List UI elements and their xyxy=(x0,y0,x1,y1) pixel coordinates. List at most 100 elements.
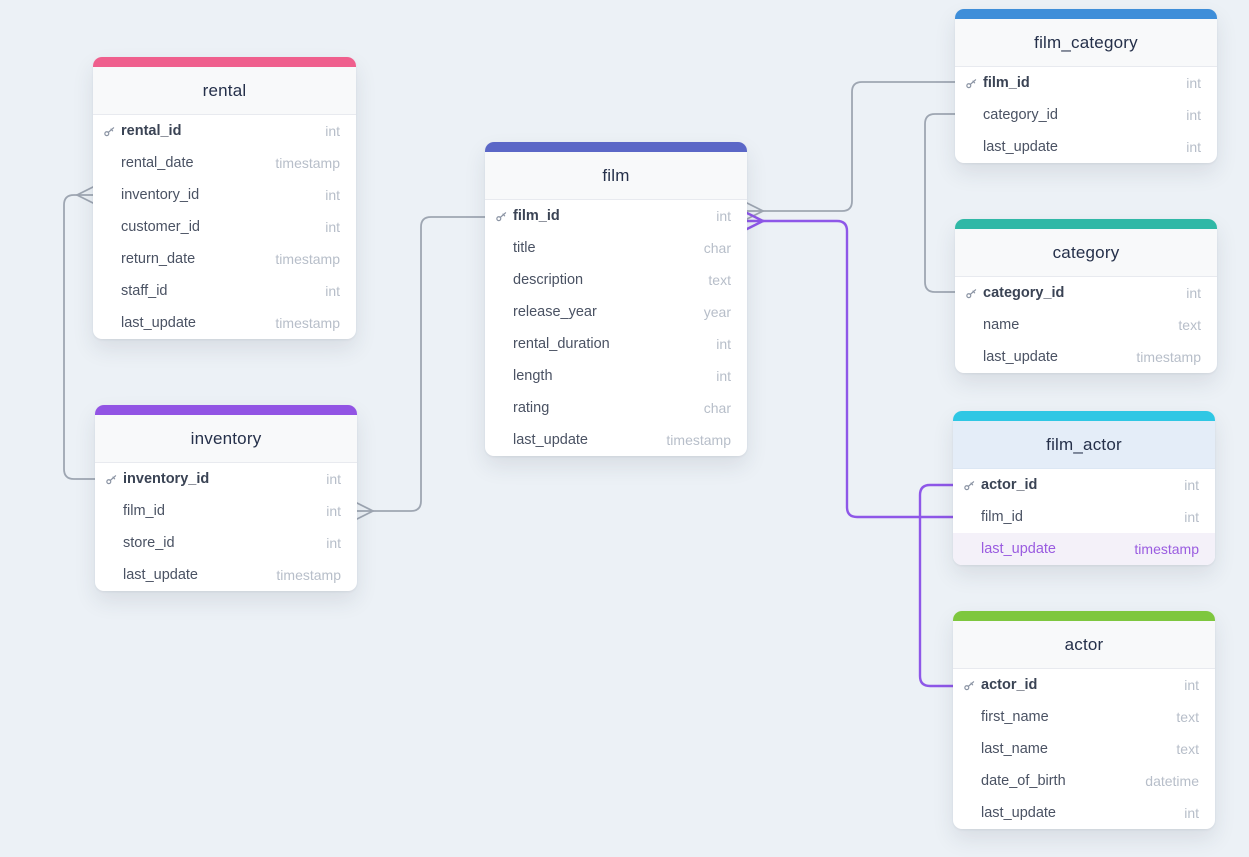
field-type: timestamp xyxy=(276,567,341,583)
field-name: rental_id xyxy=(121,123,182,139)
field-name: last_update xyxy=(123,567,198,583)
table-card-film[interactable]: film film_id int title char description … xyxy=(485,142,747,456)
table-title[interactable]: film_category xyxy=(955,19,1217,67)
table-fields: inventory_id int film_id int store_id in… xyxy=(95,463,357,591)
key-slot xyxy=(103,125,121,138)
field-name: film_id xyxy=(123,503,165,519)
field-name: film_id xyxy=(983,75,1030,91)
relationship-line[interactable] xyxy=(356,216,486,512)
table-card-rental[interactable]: rental rental_id int rental_date timesta… xyxy=(93,57,356,339)
table-accent-strip xyxy=(955,219,1217,229)
table-title[interactable]: inventory xyxy=(95,415,357,463)
table-field-row[interactable]: rating char xyxy=(485,392,747,424)
table-field-row[interactable]: rental_id int xyxy=(93,115,356,147)
field-name: length xyxy=(513,368,553,384)
table-fields: rental_id int rental_date timestamp inve… xyxy=(93,115,356,339)
field-type: int xyxy=(326,503,341,519)
table-field-row[interactable]: release_year year xyxy=(485,296,747,328)
field-name: last_update xyxy=(981,541,1056,557)
crowsfoot-icon xyxy=(746,210,764,220)
field-type: int xyxy=(326,471,341,487)
field-name: staff_id xyxy=(121,283,168,299)
field-type: int xyxy=(1186,107,1201,123)
relationship-rental_inventory[interactable] xyxy=(63,186,96,480)
field-type: timestamp xyxy=(275,251,340,267)
field-name: rental_duration xyxy=(513,336,610,352)
table-field-row[interactable]: last_update timestamp xyxy=(485,424,747,456)
table-field-row[interactable]: inventory_id int xyxy=(93,179,356,211)
table-field-row[interactable]: staff_id int xyxy=(93,275,356,307)
table-field-row[interactable]: last_update int xyxy=(955,131,1217,163)
relationship-film_category_category[interactable] xyxy=(924,113,956,293)
field-name: name xyxy=(983,317,1020,333)
table-field-row[interactable]: category_id int xyxy=(955,277,1217,309)
table-field-row[interactable]: length int xyxy=(485,360,747,392)
field-name: category_id xyxy=(983,285,1065,301)
table-title[interactable]: category xyxy=(955,229,1217,277)
field-name: date_of_birth xyxy=(981,773,1066,789)
table-accent-strip xyxy=(953,611,1215,621)
table-card-category[interactable]: category category_id int name text last_… xyxy=(955,219,1217,373)
table-field-row[interactable]: description text xyxy=(485,264,747,296)
table-title-text: inventory xyxy=(190,428,262,448)
table-title[interactable]: actor xyxy=(953,621,1215,669)
field-type: int xyxy=(1186,139,1201,155)
relationship-film_actor_actor[interactable] xyxy=(918,483,955,688)
table-title[interactable]: film xyxy=(485,152,747,200)
table-card-film_actor[interactable]: film_actor actor_id int film_id int last… xyxy=(953,411,1215,565)
field-type: int xyxy=(716,368,731,384)
field-name: category_id xyxy=(983,107,1058,123)
table-card-film_category[interactable]: film_category film_id int category_id in… xyxy=(955,9,1217,163)
table-field-row[interactable]: last_update timestamp xyxy=(93,307,356,339)
relationship-inventory_film[interactable] xyxy=(356,216,486,520)
table-field-row[interactable]: film_id int xyxy=(95,495,357,527)
relationship-line[interactable] xyxy=(746,81,956,212)
relationship-line[interactable] xyxy=(918,483,955,688)
table-field-row[interactable]: last_update timestamp xyxy=(955,341,1217,373)
table-field-row[interactable]: film_id int xyxy=(955,67,1217,99)
relationship-line[interactable] xyxy=(924,113,956,293)
table-field-row[interactable]: film_id int xyxy=(953,501,1215,533)
key-slot xyxy=(963,679,981,692)
relationship-film_actor_film[interactable] xyxy=(745,211,955,519)
key-slot xyxy=(963,479,981,492)
table-field-row[interactable]: rental_date timestamp xyxy=(93,147,356,179)
relationship-line[interactable] xyxy=(745,219,955,519)
table-field-row[interactable]: last_update timestamp xyxy=(95,559,357,591)
table-field-row[interactable]: category_id int xyxy=(955,99,1217,131)
table-accent-strip xyxy=(93,57,356,67)
table-fields: category_id int name text last_update ti… xyxy=(955,277,1217,373)
field-name: rental_date xyxy=(121,155,194,171)
table-field-row[interactable]: customer_id int xyxy=(93,211,356,243)
table-card-inventory[interactable]: inventory inventory_id int film_id int s… xyxy=(95,405,357,591)
table-field-row[interactable]: actor_id int xyxy=(953,469,1215,501)
table-field-row[interactable]: inventory_id int xyxy=(95,463,357,495)
field-type: int xyxy=(1184,509,1199,525)
field-type: timestamp xyxy=(275,155,340,171)
table-field-row[interactable]: first_name text xyxy=(953,701,1215,733)
table-field-row[interactable]: last_update timestamp xyxy=(953,533,1215,565)
relationship-line[interactable] xyxy=(63,194,96,480)
table-card-actor[interactable]: actor actor_id int first_name text last_… xyxy=(953,611,1215,829)
field-type: char xyxy=(703,400,731,416)
table-field-row[interactable]: date_of_birth datetime xyxy=(953,765,1215,797)
table-field-row[interactable]: last_name text xyxy=(953,733,1215,765)
key-slot xyxy=(495,210,513,223)
table-title[interactable]: rental xyxy=(93,67,356,115)
relationship-film_category_film[interactable] xyxy=(746,81,956,220)
field-name: last_update xyxy=(983,349,1058,365)
table-field-row[interactable]: return_date timestamp xyxy=(93,243,356,275)
table-field-row[interactable]: film_id int xyxy=(485,200,747,232)
table-field-row[interactable]: store_id int xyxy=(95,527,357,559)
table-field-row[interactable]: actor_id int xyxy=(953,669,1215,701)
table-field-row[interactable]: rental_duration int xyxy=(485,328,747,360)
field-type: text xyxy=(1176,709,1199,725)
table-field-row[interactable]: name text xyxy=(955,309,1217,341)
table-fields: actor_id int first_name text last_name t… xyxy=(953,669,1215,829)
field-name: store_id xyxy=(123,535,175,551)
field-type: int xyxy=(1184,477,1199,493)
table-field-row[interactable]: title char xyxy=(485,232,747,264)
table-title[interactable]: film_actor xyxy=(953,421,1215,469)
table-field-row[interactable]: last_update int xyxy=(953,797,1215,829)
